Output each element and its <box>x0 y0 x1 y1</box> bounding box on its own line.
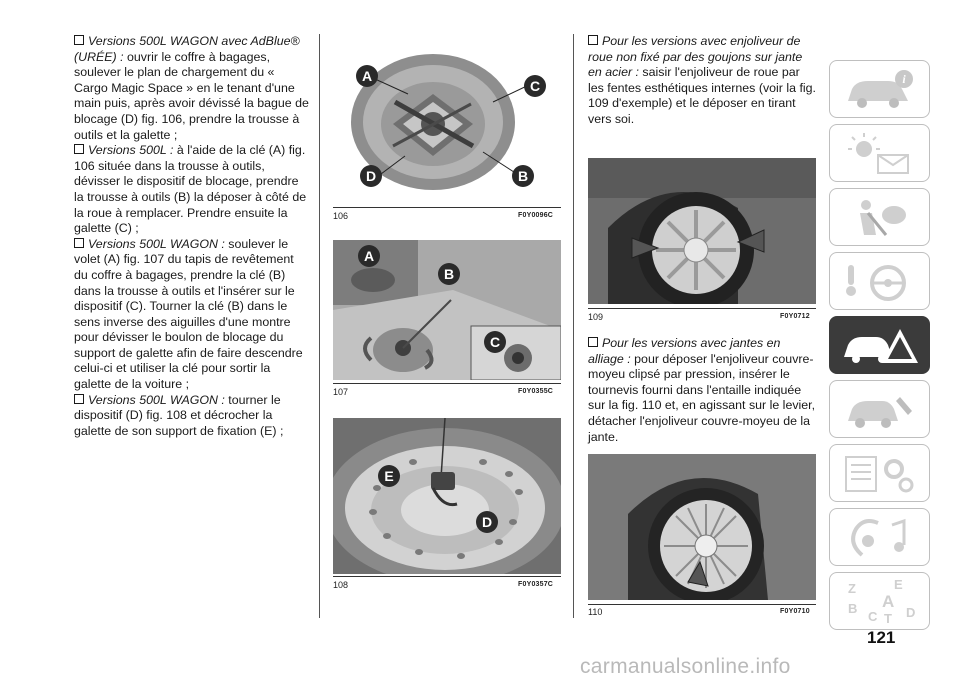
index-alphabet-icon: Z E B A C T D <box>848 579 915 625</box>
figure-code: F0Y0712 <box>780 313 810 320</box>
callout-a: A <box>362 68 372 84</box>
svg-text:C: C <box>868 609 878 624</box>
paragraph-lead: Versions 500L WAGON : <box>88 392 225 407</box>
paragraph-5: Pour les versions avec enjoliveur de rou… <box>588 34 816 128</box>
figure-code: F0Y0710 <box>780 608 810 615</box>
figure-rule <box>333 383 561 384</box>
sidebar-tab-safety[interactable] <box>829 188 930 246</box>
checkbox-icon <box>74 237 84 248</box>
sidebar-tab-driving[interactable] <box>829 252 930 310</box>
paragraph-body: soulever le volet (A) fig. 107 du tapis … <box>74 236 303 392</box>
figure-107-image: A B C <box>333 240 561 380</box>
svg-text:T: T <box>884 611 892 625</box>
svg-text:D: D <box>906 605 915 620</box>
callout-c: C <box>490 334 500 350</box>
paragraph-lead: Versions 500L WAGON : <box>88 236 225 251</box>
sidebar-tab-technical-data[interactable] <box>829 444 930 502</box>
paragraph-4: Versions 500L WAGON : tourner le disposi… <box>74 393 310 440</box>
callout-d: D <box>482 514 492 530</box>
checkbox-icon <box>588 35 598 45</box>
sidebar-tab-index[interactable]: Z E B A C T D <box>829 572 930 630</box>
checkbox-icon <box>588 337 598 347</box>
figure-code: F0Y0096C <box>518 212 554 219</box>
right-text-block-2: Pour les versions avec jantes en alliage… <box>588 336 816 445</box>
svg-text:E: E <box>894 579 903 592</box>
paragraph-6: Pour les versions avec jantes en alliage… <box>588 336 816 445</box>
svg-text:B: B <box>848 601 857 616</box>
svg-text:i: i <box>902 72 906 86</box>
figure-number: 110 <box>588 607 603 617</box>
column-divider <box>573 34 574 618</box>
paragraph-lead: Versions 500L : <box>88 143 174 158</box>
figure-rule <box>333 576 561 577</box>
figure-108-image: E D <box>333 418 561 574</box>
paragraph-lead: Pour les versions avec jantes en alliage… <box>588 336 781 366</box>
sidebar-tab-emergency[interactable] <box>829 316 930 374</box>
callout-d: D <box>366 168 376 184</box>
figure-rule <box>588 308 816 309</box>
figure-number: 108 <box>333 580 349 590</box>
figure-106-image: A C D B <box>333 44 561 204</box>
paragraph-1: Versions 500L WAGON avec AdBlue® (URÉE) … <box>74 34 310 143</box>
callout-c: C <box>530 78 540 94</box>
paragraph-3: Versions 500L WAGON : soulever le volet … <box>74 237 310 393</box>
left-text-column: Versions 500L WAGON avec AdBlue® (URÉE) … <box>74 34 310 439</box>
paragraph-body: saisir l'enjoliveur de roue par les fent… <box>588 65 816 126</box>
car-info-icon: i <box>848 70 913 108</box>
figure-rule <box>588 604 816 605</box>
maintenance-car-icon <box>848 397 912 428</box>
sidebar-tab-car-info[interactable]: i <box>829 60 930 118</box>
paragraph-lead: Pour les versions avec enjoliveur de rou… <box>588 34 803 80</box>
column-divider <box>319 34 320 618</box>
multimedia-icon <box>851 518 906 557</box>
page-number: 121 <box>867 628 896 647</box>
paragraph-2: Versions 500L : à l'aide de la clé (A) f… <box>74 143 310 237</box>
paragraph-body: pour déposer l'enjoliveur couvre-moyeu c… <box>588 351 816 444</box>
checkbox-icon <box>74 35 84 45</box>
safety-airbag-icon <box>860 200 906 236</box>
figure-number: 106 <box>333 211 349 221</box>
svg-text:A: A <box>882 592 894 611</box>
technical-data-icon <box>845 456 914 493</box>
right-text-block-1: Pour les versions avec enjoliveur de rou… <box>588 34 816 128</box>
paragraph-lead: Versions 500L WAGON avec AdBlue® (URÉE) … <box>74 34 300 64</box>
warning-lights-icon <box>848 133 909 174</box>
paragraph-body: à l'aide de la clé (A) fig. 106 située d… <box>74 143 307 236</box>
svg-text:Z: Z <box>848 581 856 596</box>
callout-b: B <box>518 168 528 184</box>
emergency-triangle-icon <box>844 329 918 363</box>
checkbox-icon <box>74 144 84 155</box>
figure-code: F0Y0357C <box>518 581 554 588</box>
watermark: carmanualsonline.info <box>580 655 791 678</box>
figure-rule <box>333 207 561 208</box>
callout-e: E <box>384 468 393 484</box>
checkbox-icon <box>74 393 84 404</box>
paragraph-body: ouvrir le coffre à bagages, soulever le … <box>74 49 309 142</box>
driving-controls-icon <box>846 265 906 301</box>
callout-b: B <box>444 266 454 282</box>
figure-number: 107 <box>333 387 349 397</box>
sidebar-tab-warning-lights[interactable] <box>829 124 930 182</box>
figure-code: F0Y0355C <box>518 388 554 395</box>
callout-a: A <box>364 248 374 264</box>
figure-number: 109 <box>588 312 604 322</box>
sidebar-tab-maintenance[interactable] <box>829 380 930 438</box>
paragraph-body: tourner le dispositif (D) fig. 108 et dé… <box>74 392 284 438</box>
sidebar-tab-multimedia[interactable] <box>829 508 930 566</box>
figure-109-image <box>588 158 816 304</box>
figure-110-image <box>588 454 816 600</box>
